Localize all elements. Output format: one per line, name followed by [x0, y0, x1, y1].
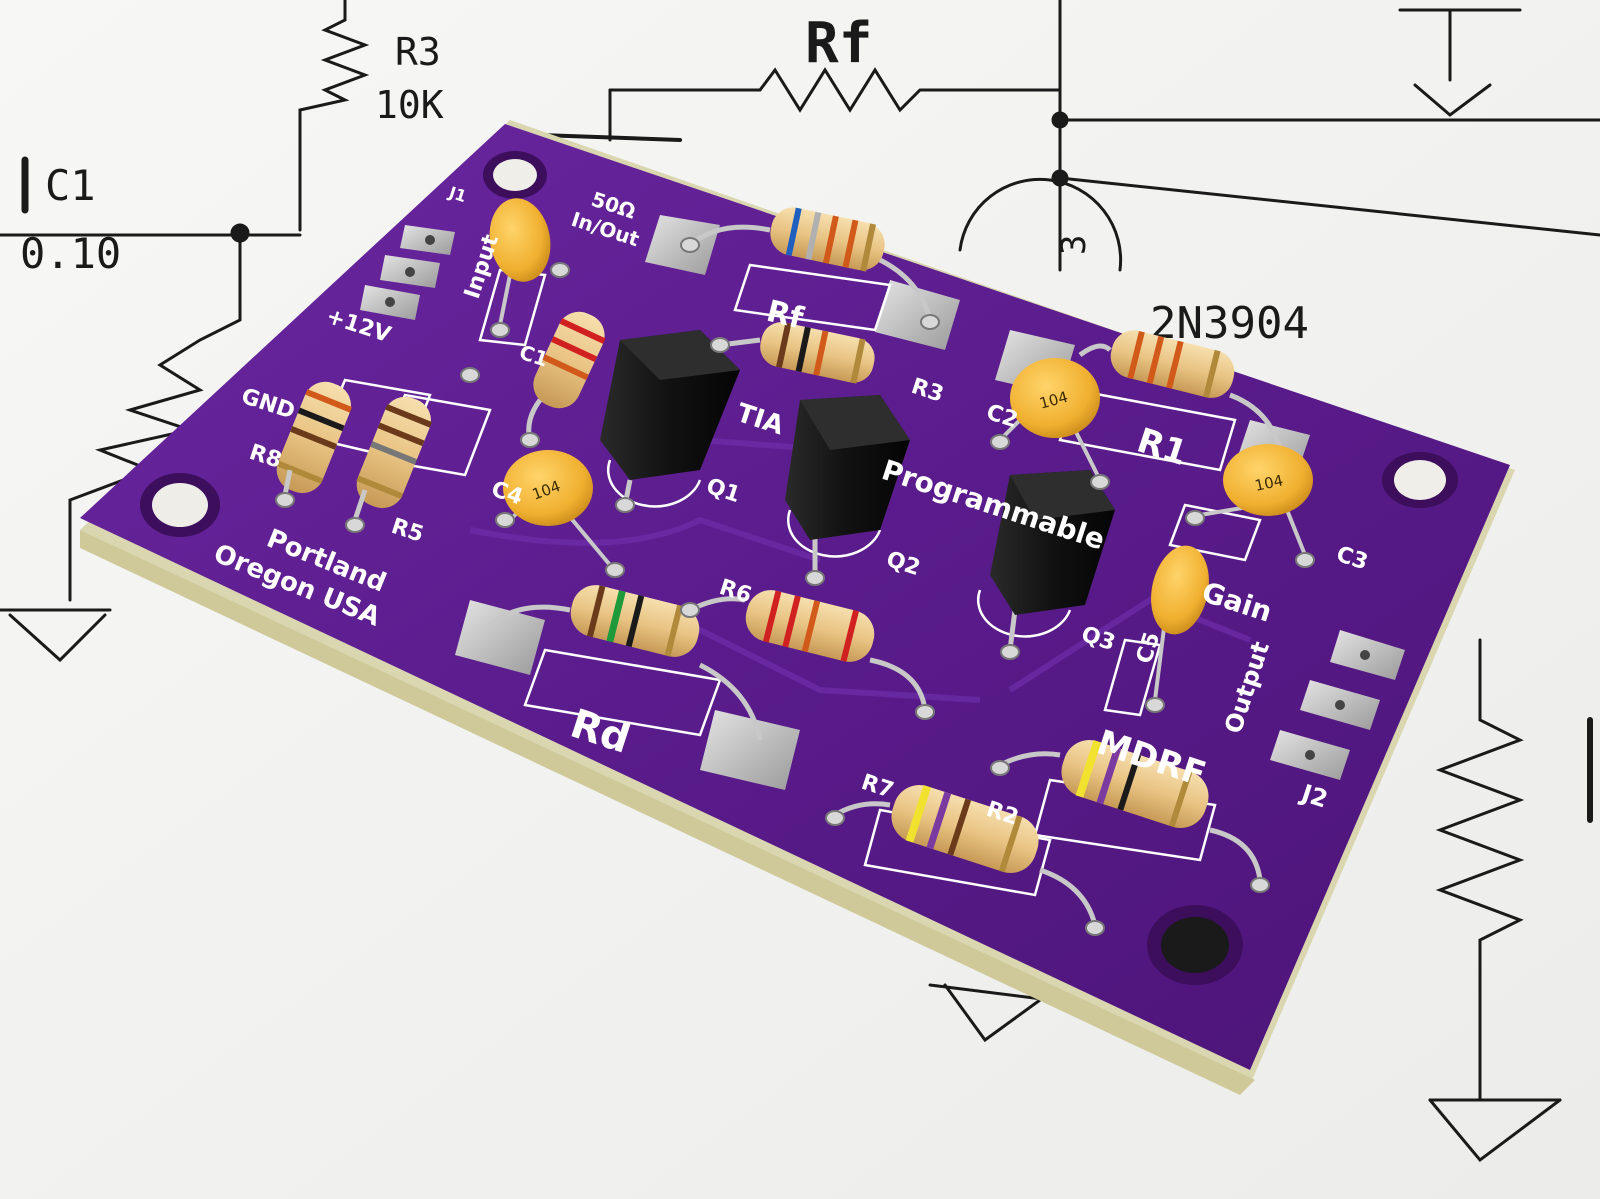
resistor-r8 — [276, 381, 352, 496]
schematic-label-c1-value: 0.10 — [20, 229, 121, 278]
capacitor-c5 — [1151, 545, 1209, 701]
capacitor-c4: 104 — [503, 450, 612, 567]
pcb-board: 104 104 104 — [80, 120, 1515, 1095]
mounting-holes — [140, 151, 1458, 985]
schematic-label-r3: R3 — [395, 30, 441, 74]
board-edge-side — [80, 530, 1255, 1095]
schematic-drawing — [0, 0, 1600, 1163]
transistor-q2 — [785, 395, 910, 575]
resistor-r1 — [1078, 330, 1283, 451]
j1-pads — [360, 225, 455, 320]
schematic-label-rf: Rf — [805, 11, 872, 76]
transistor-q1 — [600, 330, 740, 506]
resistor-rd — [488, 585, 763, 741]
transistor-q3 — [990, 470, 1115, 651]
capacitor-c2: 104 — [998, 358, 1102, 481]
schematic-label-r3-value: 10K — [375, 83, 444, 127]
schematic-label-pin3: 3 — [1054, 235, 1094, 255]
schematic-label-c1: C1 — [45, 161, 96, 210]
silk-j1: J1 — [446, 182, 469, 206]
resistor-r5 — [352, 396, 432, 521]
capacitor-c1 — [489, 198, 551, 326]
resistor-r6 — [688, 590, 928, 711]
solder-joints — [275, 237, 1315, 936]
resistor-r3 — [719, 322, 875, 384]
resistor-rf — [688, 207, 933, 321]
resistor-c1-area — [526, 311, 606, 441]
capacitor-c3: 104 — [1199, 444, 1313, 556]
j2-pads — [1270, 630, 1405, 780]
capacitor-marking: 104 — [1253, 471, 1285, 495]
